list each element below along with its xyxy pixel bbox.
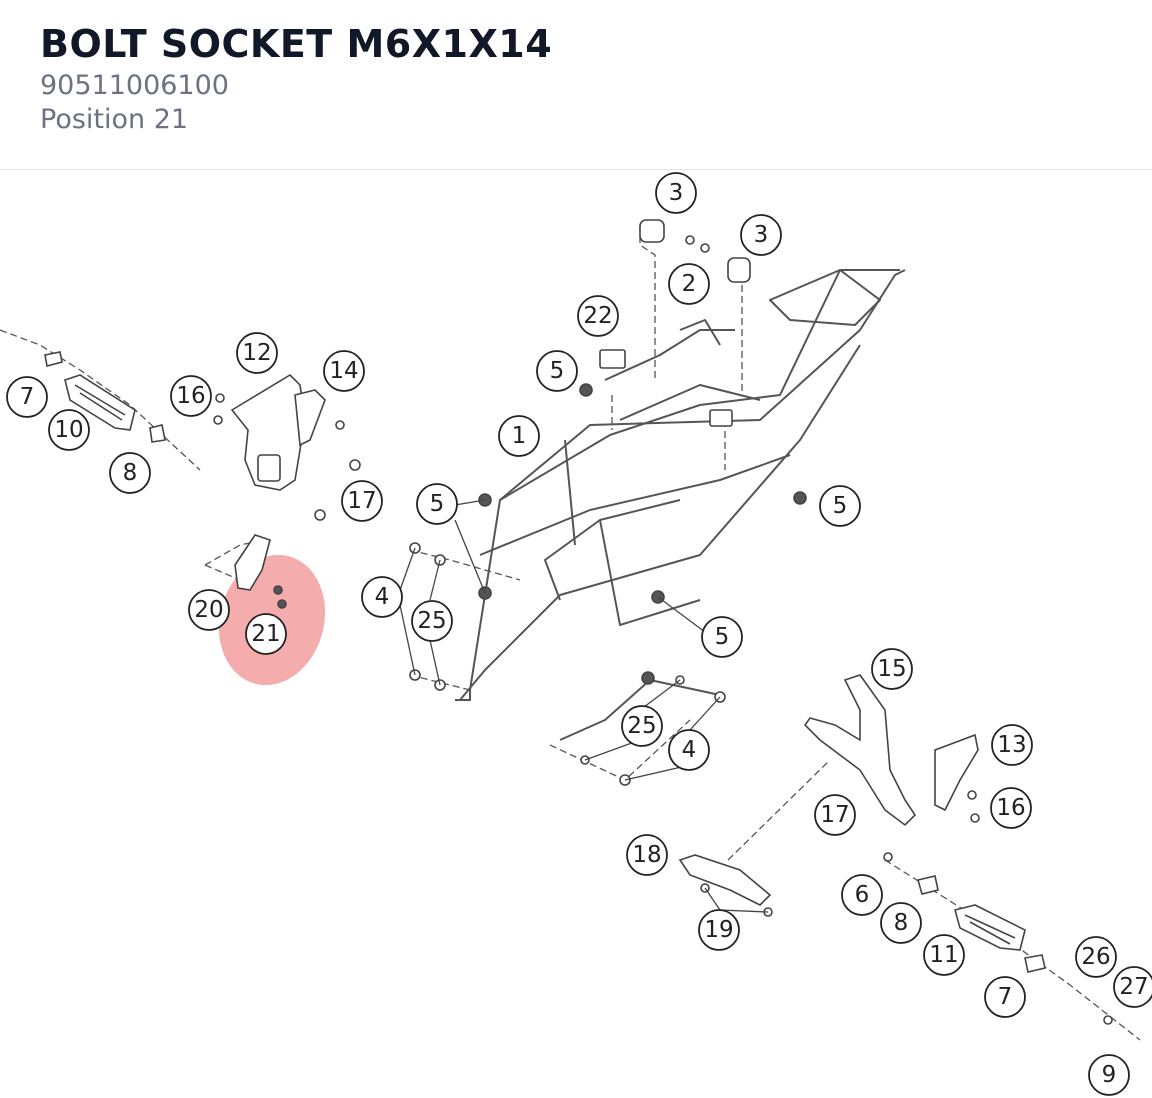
callout-5a: 5 [536,350,578,392]
callout-3b: 3 [740,214,782,256]
svg-text:3: 3 [669,180,684,206]
part-header: BOLT SOCKET M6X1X14 90511006100 Position… [0,0,1152,170]
callout-5d: 5 [701,616,743,658]
callout-14: 14 [323,350,365,392]
callout-18: 18 [626,834,668,876]
svg-text:9: 9 [1102,1062,1117,1088]
callout-4b: 4 [668,729,710,771]
callout-26: 26 [1075,936,1117,978]
svg-text:16: 16 [996,795,1025,821]
callout-1: 1 [498,415,540,457]
svg-text:10: 10 [54,417,83,443]
svg-text:11: 11 [929,942,958,968]
svg-text:5: 5 [430,491,445,517]
svg-text:21: 21 [251,621,280,647]
svg-text:19: 19 [704,917,733,943]
callout-25a: 25 [411,600,453,642]
svg-text:5: 5 [833,493,848,519]
svg-text:20: 20 [194,597,223,623]
callout-2: 2 [668,263,710,305]
exploded-parts-diagram: 3 3 2 22 5 1 12 14 16 7 10 8 17 5 5 4 25… [0,172,1152,1096]
svg-text:4: 4 [682,737,697,763]
svg-text:25: 25 [627,713,656,739]
svg-text:6: 6 [855,882,870,908]
svg-text:2: 2 [682,271,697,297]
callout-22: 22 [577,295,619,337]
callout-labels: 3 3 2 22 5 1 12 14 16 7 10 8 17 5 5 4 25… [6,172,1152,1096]
position-label: Position 21 [40,104,189,135]
svg-text:7: 7 [20,384,35,410]
svg-text:22: 22 [583,303,612,329]
svg-text:4: 4 [375,584,390,610]
callout-16a: 16 [170,375,212,417]
callout-5b: 5 [416,483,458,525]
svg-text:15: 15 [877,656,906,682]
svg-text:27: 27 [1119,974,1148,1000]
svg-text:5: 5 [550,358,565,384]
callout-9: 9 [1088,1054,1130,1096]
callout-15: 15 [871,648,913,690]
part-title: BOLT SOCKET M6X1X14 [40,22,553,66]
svg-text:18: 18 [632,842,661,868]
svg-text:14: 14 [329,358,358,384]
svg-text:13: 13 [997,732,1026,758]
svg-text:25: 25 [417,608,446,634]
svg-text:3: 3 [754,222,769,248]
callout-8b: 8 [880,902,922,944]
part-number: 90511006100 [40,70,229,101]
callout-19: 19 [698,909,740,951]
callout-17a: 17 [341,480,383,522]
callout-20: 20 [188,589,230,631]
callout-12: 12 [236,332,278,374]
callout-25b: 25 [621,705,663,747]
svg-text:12: 12 [242,340,271,366]
callout-17b: 17 [814,794,856,836]
svg-text:17: 17 [820,802,849,828]
callout-5c: 5 [819,485,861,527]
callout-27: 27 [1113,966,1152,1008]
svg-text:17: 17 [347,488,376,514]
svg-text:16: 16 [176,383,205,409]
callout-10: 10 [48,409,90,451]
parts-drawing [44,219,1113,1025]
callout-8a: 8 [109,452,151,494]
frame-drawing [455,269,906,741]
callout-4a: 4 [361,576,403,618]
callout-13: 13 [991,724,1033,766]
callout-21: 21 [245,613,287,655]
svg-text:8: 8 [894,910,909,936]
svg-text:7: 7 [998,984,1013,1010]
svg-text:5: 5 [715,624,730,650]
callout-7a: 7 [6,376,48,418]
callout-3a: 3 [655,172,697,214]
callout-6: 6 [841,874,883,916]
callout-11: 11 [923,934,965,976]
callout-16b: 16 [990,787,1032,829]
svg-text:26: 26 [1081,944,1110,970]
svg-text:8: 8 [123,460,138,486]
callout-7b: 7 [984,976,1026,1018]
svg-text:1: 1 [512,423,527,449]
